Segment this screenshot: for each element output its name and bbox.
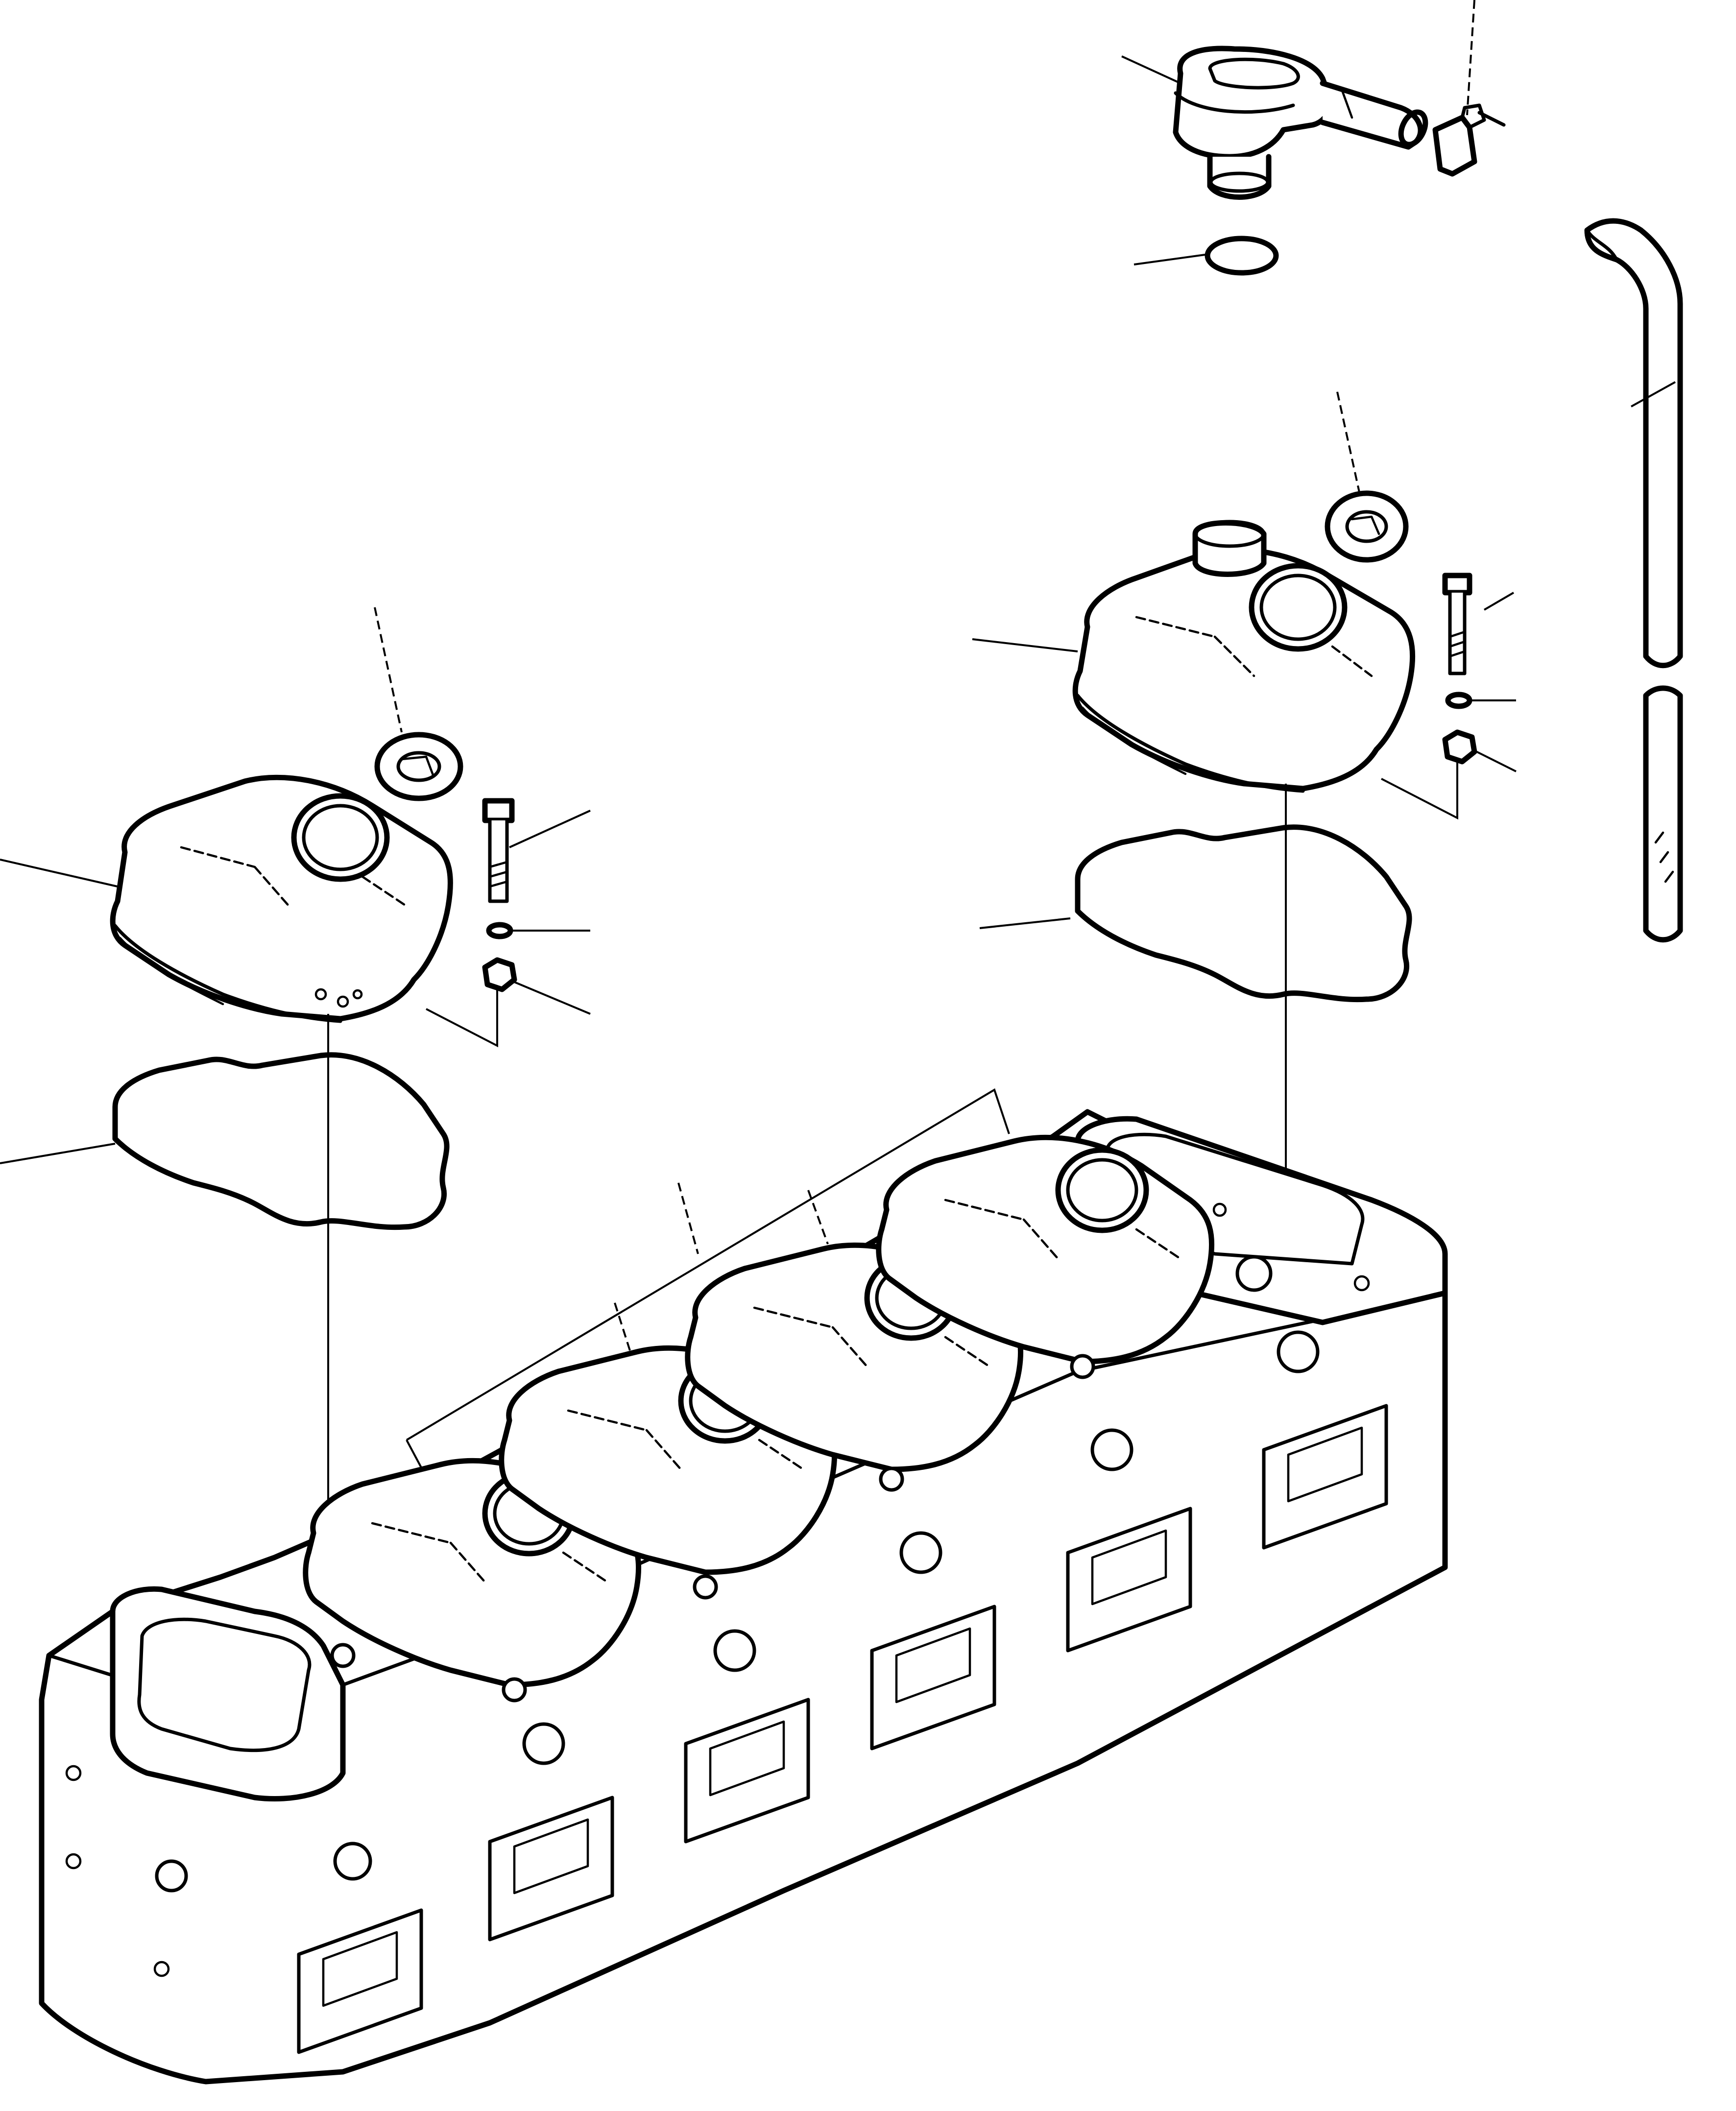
cover-bolt-right [1442, 573, 1472, 675]
cover-grommet-right [1442, 729, 1477, 765]
cover-grommet-left [482, 957, 517, 992]
breather-clamp [1432, 103, 1506, 177]
oil-filler-seal [1325, 490, 1409, 563]
rocker-cover-right [1072, 520, 1416, 793]
cover-bolt-left [482, 798, 515, 903]
cover-washer-left [486, 922, 513, 939]
intake-ports [297, 1404, 1388, 2054]
breather-o-ring [1205, 236, 1279, 276]
cover-gasket-left [112, 1052, 450, 1230]
cover-gasket-right [1075, 824, 1412, 1003]
oil-filler-seal-left [374, 732, 463, 801]
cylinder-head-assembly [39, 1109, 1448, 2085]
rocker-cover-left [110, 774, 453, 1023]
breather-hose [1584, 218, 1683, 943]
breather-assembly [1173, 46, 1428, 200]
cover-washer-right [1445, 692, 1472, 709]
leader-lines [0, 0, 1676, 1477]
head-bolts [330, 1330, 1320, 1765]
head-cover-4 [876, 1134, 1215, 1365]
